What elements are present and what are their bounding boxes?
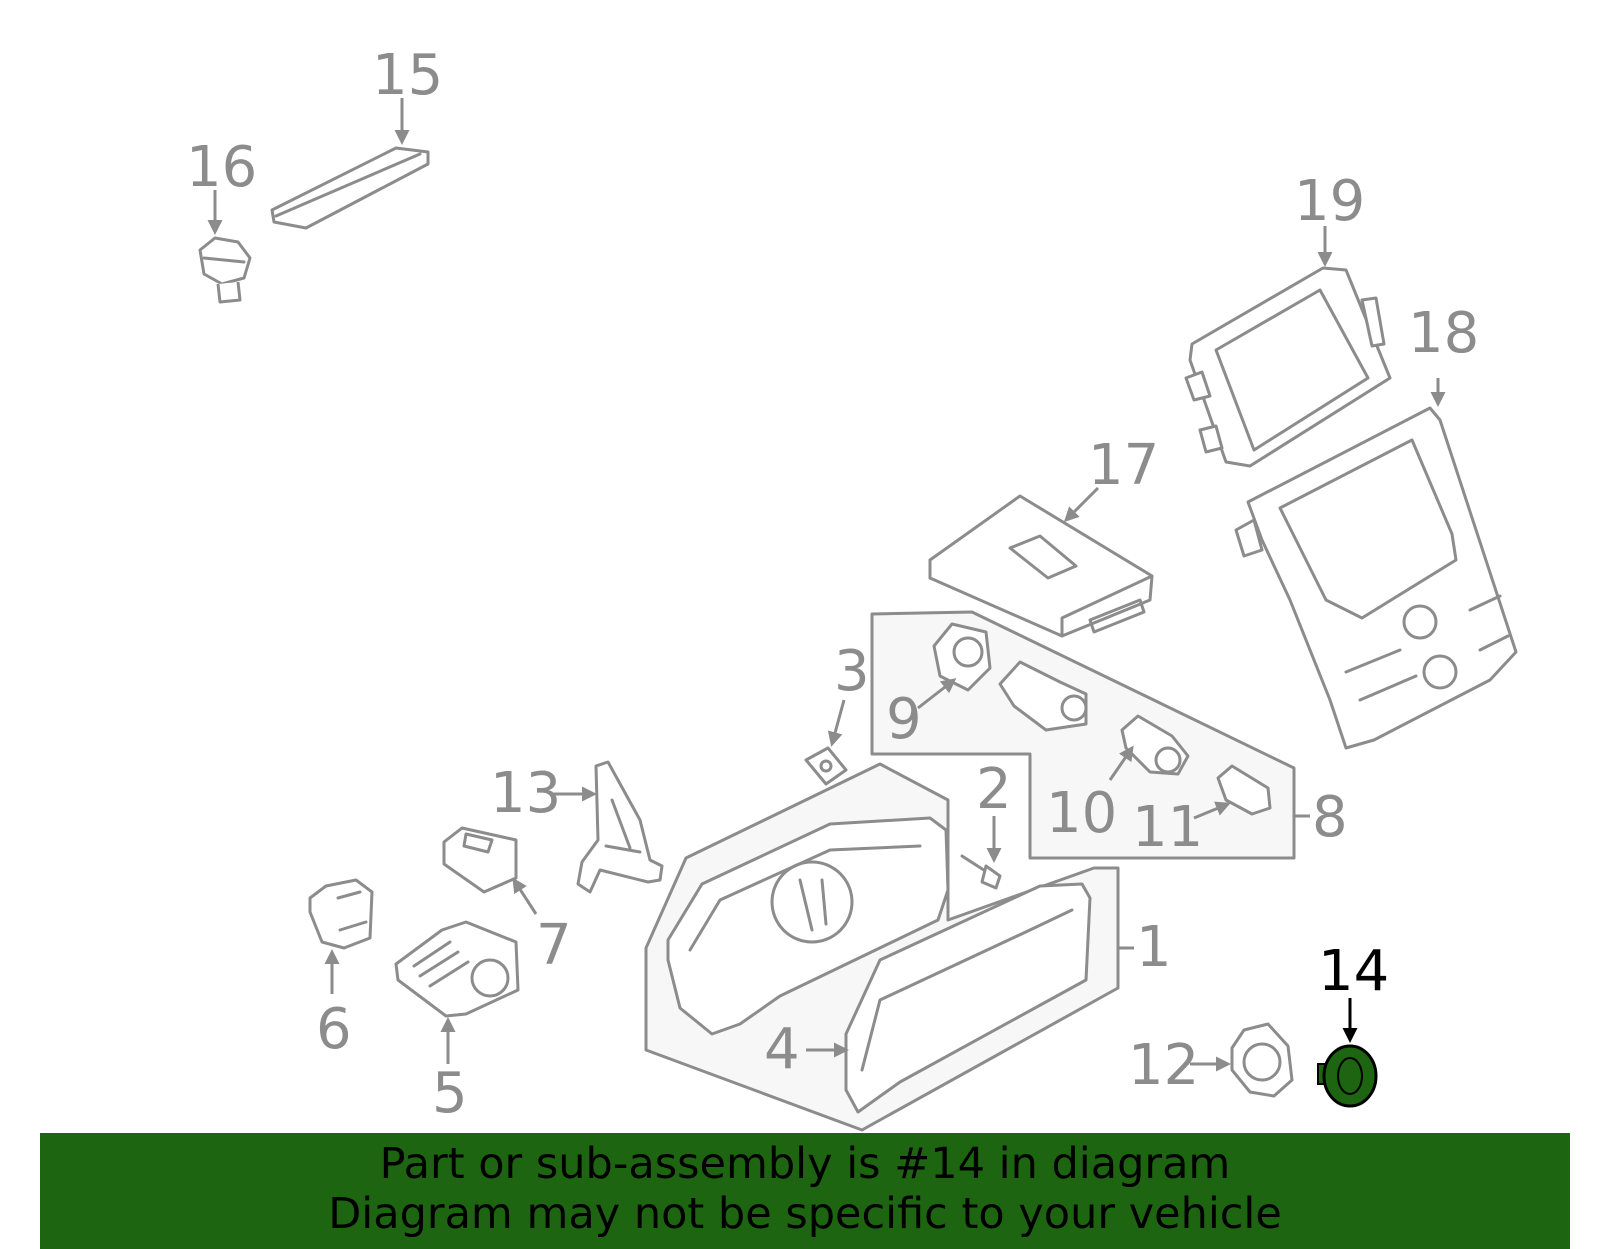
callout-7: 7 [536,913,572,978]
callout-8: 8 [1312,785,1348,850]
part-14-highlighted-knob [1317,1044,1378,1108]
part-5-headlamp-switch [394,920,520,1018]
part-12-knob [1230,1022,1294,1098]
callout-16: 16 [186,135,257,200]
callout-14: 14 [1318,939,1389,1004]
callout-12: 12 [1128,1033,1199,1098]
callout-17: 17 [1088,433,1159,498]
callout-10: 10 [1046,781,1117,846]
part-1-cluster-box [644,762,1120,1132]
part-15-trim-strip [270,146,430,230]
part-2-screw [960,854,1002,890]
callout-15: 15 [372,43,443,108]
banner-line-1: Part or sub-assembly is #14 in diagram [379,1139,1231,1189]
callout-9: 9 [886,687,922,752]
part-19-display [1184,266,1392,468]
callout-4: 4 [764,1017,800,1082]
part-7-switch [442,826,518,894]
part-6-switch [308,878,374,950]
callout-2: 2 [976,757,1012,822]
banner-line-2: Diagram may not be specific to your vehi… [328,1189,1282,1239]
callout-13: 13 [490,761,561,826]
info-banner: Part or sub-assembly is #14 in diagram D… [40,1133,1570,1249]
callout-18: 18 [1408,301,1479,366]
part-8-switch-group [870,610,1296,860]
callout-6: 6 [316,997,352,1062]
part-16-knob [198,236,252,304]
callout-11: 11 [1132,795,1203,860]
callout-19: 19 [1294,169,1365,234]
part-3-clip [804,746,848,786]
callout-5: 5 [432,1061,468,1126]
callout-1: 1 [1136,915,1172,980]
callout-3: 3 [834,639,870,704]
part-17-module [928,494,1154,638]
part-13-bracket [576,760,664,894]
part-18-bezel [1234,406,1518,750]
leader-arrows [207,98,1446,1072]
